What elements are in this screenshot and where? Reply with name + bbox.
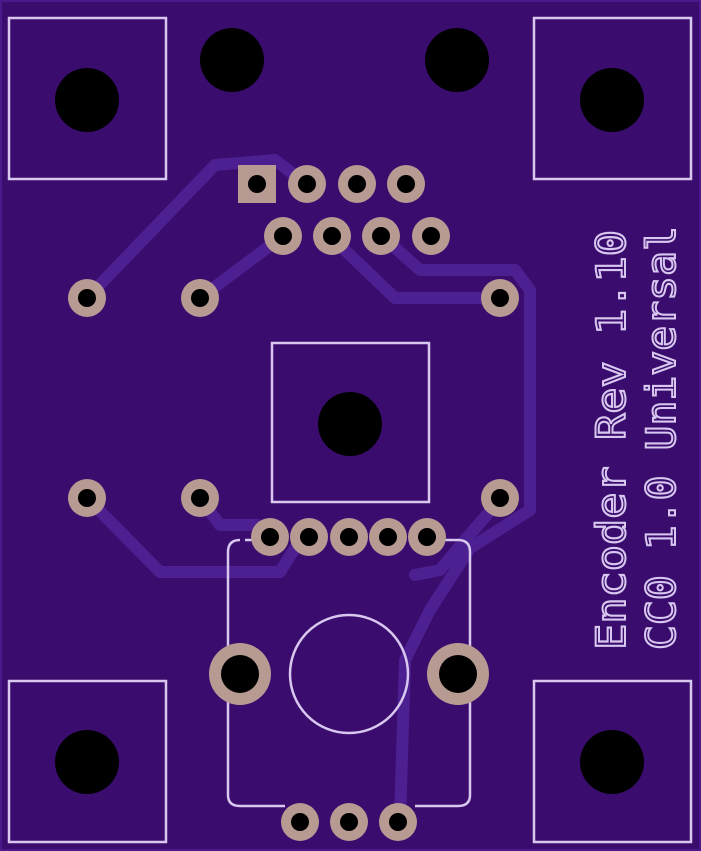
encoder-pads: [209, 518, 489, 841]
silk-label-license: CC0 1.0 Universal: [639, 226, 685, 650]
silk-label-revision: Encoder Rev 1.10: [589, 230, 635, 650]
center-hole: [318, 392, 382, 456]
mount-outline-bottom-left: [7, 679, 168, 844]
mount-outline-bottom-right: [532, 679, 693, 844]
mount-hole-bottom-left: [55, 730, 119, 794]
encoder-shaft-outline: [288, 613, 410, 735]
mount-outline-top-right: [532, 16, 693, 181]
mount-outline-top-left: [7, 16, 168, 181]
mounting-holes: [55, 28, 644, 794]
silkscreen-outlines: [7, 16, 693, 844]
header-pads: [238, 165, 450, 255]
mount-hole-bottom-right: [580, 730, 644, 794]
switch-pads: [68, 279, 519, 517]
center-switch-outline: [270, 341, 431, 504]
mount-hole-top-right: [580, 68, 644, 132]
standoff-hole-left: [200, 28, 264, 92]
mount-hole-top-left: [55, 68, 119, 132]
standoff-hole-right: [425, 28, 489, 92]
